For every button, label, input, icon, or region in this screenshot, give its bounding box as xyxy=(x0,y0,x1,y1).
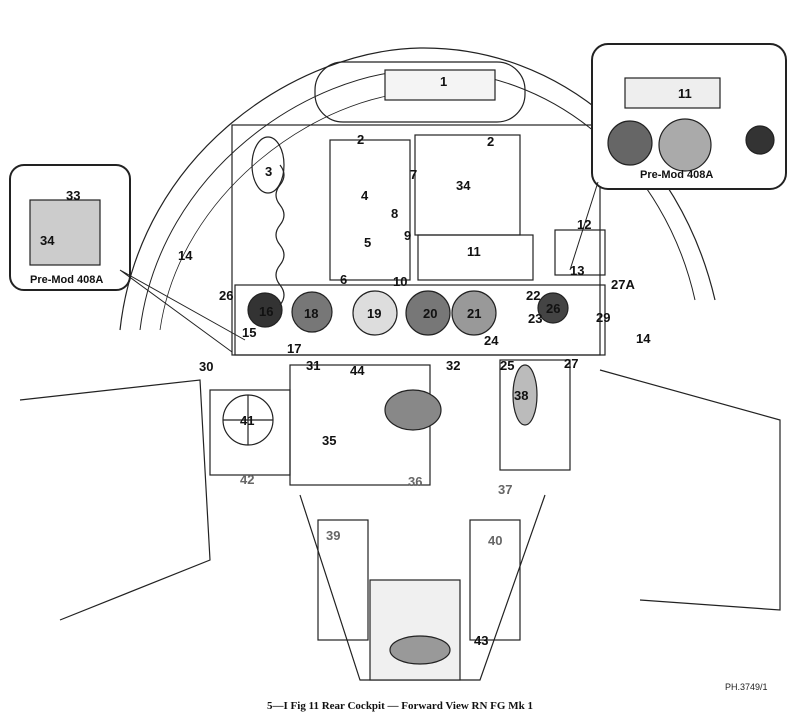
oxygen-regulator xyxy=(251,136,285,194)
callout-14-right: 14 xyxy=(636,331,651,346)
callout-23: 23 xyxy=(528,311,542,326)
flight-instrument-row xyxy=(234,284,606,356)
callout-11: 11 xyxy=(467,244,481,259)
callout-5-upper: 5 xyxy=(364,235,371,250)
callout-20: 20 xyxy=(423,306,437,321)
callout-27: 27 xyxy=(564,356,578,371)
clock-panel xyxy=(554,229,606,276)
control-stick-38 xyxy=(512,364,538,426)
callout-2-right: 2 xyxy=(487,134,494,149)
callout-8: 8 xyxy=(391,206,398,221)
gauge-21 xyxy=(451,290,497,336)
callout-13: 13 xyxy=(570,263,584,278)
callout-15: 15 xyxy=(242,325,256,340)
callout-1: 1 xyxy=(440,74,447,89)
gauge-19 xyxy=(352,290,398,336)
callout-19: 19 xyxy=(367,306,381,321)
rudder-pedal-right xyxy=(469,519,521,641)
callout-25: 25 xyxy=(500,358,514,373)
callout-10: 10 xyxy=(393,274,407,289)
callout-30: 30 xyxy=(199,359,213,374)
inset-left-title: Pre-Mod 408A xyxy=(30,274,103,286)
callout-9: 9 xyxy=(404,228,411,243)
callout-14-left: 14 xyxy=(178,248,193,263)
callout-33: 33 xyxy=(66,188,80,203)
callout-35: 35 xyxy=(322,433,336,448)
gauge-18 xyxy=(291,291,333,333)
callout-7: 7 xyxy=(410,167,417,182)
left-console xyxy=(19,379,211,621)
callout-32: 32 xyxy=(446,358,460,373)
glareshield xyxy=(314,61,526,123)
step-panel xyxy=(369,579,461,681)
callout-2-left: 2 xyxy=(357,132,364,147)
callout-26-right: 26 xyxy=(546,301,560,316)
callout-6: 6 xyxy=(340,272,347,287)
standby-compass-panel xyxy=(384,69,496,101)
callout-18: 18 xyxy=(304,306,318,321)
figure-reference: PH.3749/1 xyxy=(725,682,768,692)
step-43 xyxy=(389,635,451,665)
callout-37: 37 xyxy=(498,482,512,497)
callout-3: 3 xyxy=(265,164,272,179)
callout-29: 29 xyxy=(596,310,610,325)
coiled-lead xyxy=(275,164,285,306)
callout-24: 24 xyxy=(484,333,499,348)
gauge-16 xyxy=(247,292,283,328)
radar-scope xyxy=(384,389,442,431)
callout-12: 12 xyxy=(577,217,591,232)
callout-16: 16 xyxy=(259,304,273,319)
callout-17: 17 xyxy=(287,341,301,356)
callout-4: 4 xyxy=(361,188,369,203)
centre-console-upper xyxy=(329,139,411,281)
callout-40: 40 xyxy=(488,533,502,548)
right-console xyxy=(599,369,781,611)
radar-display-41 xyxy=(209,389,291,476)
callout-27a: 27A xyxy=(611,277,635,292)
callout-21: 21 xyxy=(467,306,481,321)
callout-36: 36 xyxy=(408,474,422,489)
control-column-area xyxy=(499,359,571,471)
callout-31: 31 xyxy=(306,358,320,373)
callout-43: 43 xyxy=(474,633,488,648)
callout-44: 44 xyxy=(350,363,365,378)
callout-34-inset: 34 xyxy=(40,233,55,248)
callout-22: 22 xyxy=(526,288,540,303)
callout-34: 34 xyxy=(456,178,471,193)
gauge-26 xyxy=(537,292,569,324)
figure-caption: 5—I Fig 11 Rear Cockpit — Forward View R… xyxy=(267,700,533,712)
callout-41: 41 xyxy=(240,413,254,428)
callout-38: 38 xyxy=(514,388,528,403)
gauge-20 xyxy=(405,290,451,336)
rudder-pedal-left xyxy=(317,519,369,641)
inset-right-title: Pre-Mod 408A xyxy=(640,169,713,181)
callout-11-inset: 11 xyxy=(678,86,692,101)
callout-26-left: 26 xyxy=(219,288,233,303)
callout-39: 39 xyxy=(326,528,340,543)
callout-42: 42 xyxy=(240,472,254,487)
navigation-panel xyxy=(417,234,534,281)
